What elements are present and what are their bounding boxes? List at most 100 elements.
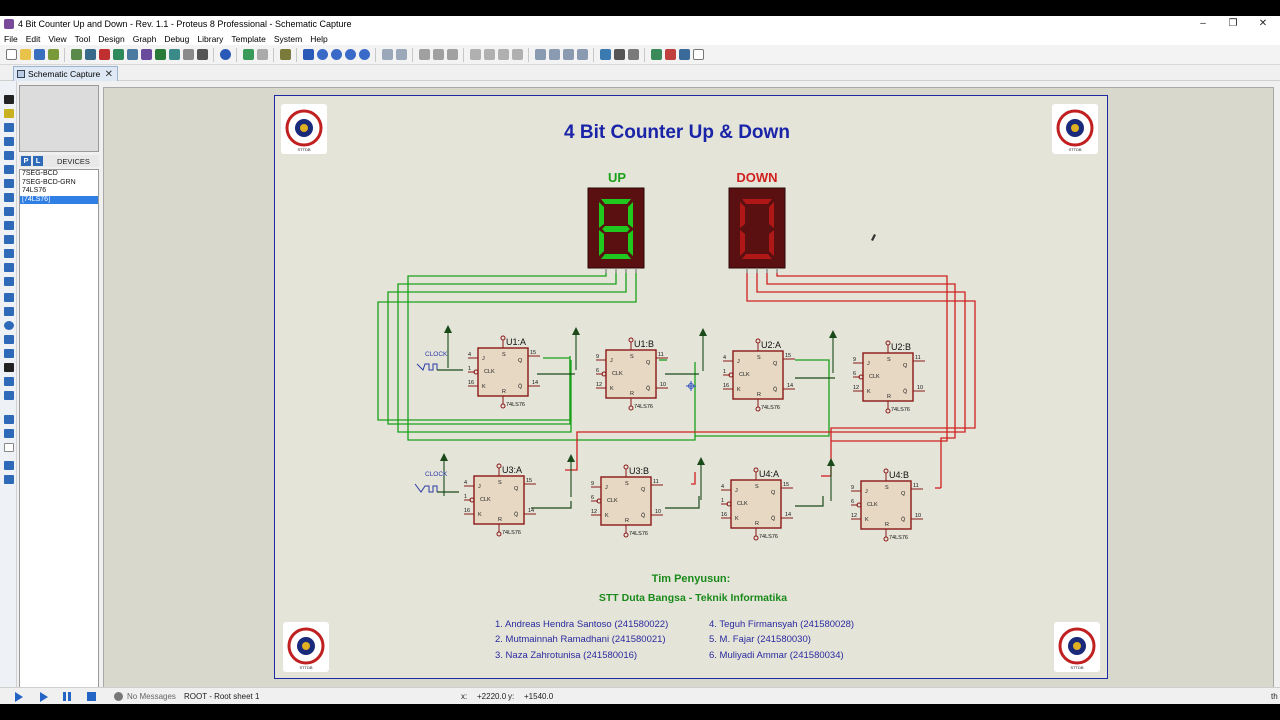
junction-dot-icon[interactable] xyxy=(4,123,14,132)
tab-schematic-capture[interactable]: Schematic Capture ✕ xyxy=(13,66,118,81)
list-item-selected[interactable]: [74LS76] xyxy=(20,195,98,204)
bom-icon[interactable] xyxy=(154,49,166,60)
menu-edit[interactable]: Edit xyxy=(25,33,41,44)
stop-button[interactable] xyxy=(87,692,96,701)
package-tool-icon[interactable] xyxy=(562,49,574,60)
schematic-sheet[interactable]: 4 Bit Counter Up & Down UP DOWN xyxy=(274,95,1108,679)
text-script-icon[interactable] xyxy=(4,151,14,160)
virtual-instrument-icon[interactable] xyxy=(4,277,14,286)
netlist-icon[interactable] xyxy=(692,49,704,60)
menu-debug[interactable]: Debug xyxy=(164,33,190,44)
arc-icon[interactable] xyxy=(4,335,14,344)
list-item[interactable]: 7SEG-BCD xyxy=(22,170,58,177)
gerber-icon[interactable] xyxy=(126,49,138,60)
import-icon[interactable] xyxy=(47,49,59,60)
mirror-y-icon[interactable] xyxy=(4,475,14,484)
voltage-probe-icon[interactable] xyxy=(4,263,14,272)
save-icon[interactable] xyxy=(33,49,45,60)
home-icon[interactable] xyxy=(70,49,82,60)
step-button[interactable] xyxy=(40,692,48,702)
rotate-clockwise-icon[interactable] xyxy=(4,415,14,424)
schematic-icon[interactable] xyxy=(84,49,96,60)
new-sheet-icon[interactable] xyxy=(650,49,662,60)
block-delete-icon[interactable] xyxy=(511,49,523,60)
new-file-icon[interactable] xyxy=(5,49,17,60)
rotation-angle-field[interactable] xyxy=(4,443,14,452)
design-explorer-icon[interactable] xyxy=(140,49,152,60)
redo-icon[interactable] xyxy=(395,49,407,60)
graph-icon[interactable] xyxy=(4,221,14,230)
maximize-button[interactable]: ❐ xyxy=(1228,18,1238,29)
generator-icon[interactable] xyxy=(4,249,14,258)
menu-tool[interactable]: Tool xyxy=(74,33,91,44)
help-icon[interactable] xyxy=(219,49,231,60)
stop-icon[interactable] xyxy=(98,49,110,60)
grid-icon[interactable] xyxy=(256,49,268,60)
close-button[interactable]: ✕ xyxy=(1258,18,1268,29)
clock-generator-bottom[interactable]: CLOCK xyxy=(414,471,459,493)
clock-generator-top[interactable]: CLOCK xyxy=(416,351,463,371)
undo-icon[interactable] xyxy=(381,49,393,60)
text-icon[interactable] xyxy=(4,363,14,372)
copy-icon[interactable] xyxy=(432,49,444,60)
list-item[interactable]: 74LS76 xyxy=(22,187,47,194)
make-device-icon[interactable] xyxy=(548,49,560,60)
play-button[interactable] xyxy=(15,692,23,702)
up-7seg-display[interactable] xyxy=(587,187,645,273)
overview-window[interactable] xyxy=(19,85,99,152)
minimize-button[interactable]: – xyxy=(1200,18,1206,29)
origin-icon[interactable] xyxy=(279,49,291,60)
pcb-icon[interactable] xyxy=(112,49,124,60)
path-icon[interactable] xyxy=(4,349,14,358)
refresh-icon[interactable] xyxy=(242,49,254,60)
selection-mode-icon[interactable] xyxy=(4,95,14,104)
schematic-canvas[interactable]: 4 Bit Counter Up & Down UP DOWN xyxy=(103,87,1274,702)
list-item[interactable]: 7SEG-BCD-GRN xyxy=(22,178,76,186)
pause-button[interactable] xyxy=(63,692,71,701)
menu-design[interactable]: Design xyxy=(98,33,125,44)
zoom-all-icon[interactable] xyxy=(344,49,356,60)
wire-label-icon[interactable] xyxy=(4,137,14,146)
terminal-icon[interactable] xyxy=(4,193,14,202)
message-status[interactable]: No Messages xyxy=(127,692,176,701)
bus-icon[interactable] xyxy=(4,165,14,174)
pick-devices-button[interactable]: P xyxy=(21,156,31,166)
pick-device-icon[interactable] xyxy=(534,49,546,60)
line-icon[interactable] xyxy=(4,293,14,302)
component-mode-icon[interactable] xyxy=(4,109,14,118)
code-icon[interactable] xyxy=(196,49,208,60)
menu-library[interactable]: Library xyxy=(197,33,224,44)
decompose-icon[interactable] xyxy=(576,49,588,60)
pin-icon[interactable] xyxy=(4,207,14,216)
menu-view[interactable]: View xyxy=(48,33,67,44)
pan-icon[interactable] xyxy=(302,49,314,60)
menu-system[interactable]: System xyxy=(273,33,303,44)
marker-icon[interactable] xyxy=(4,391,14,400)
zoom-out-icon[interactable] xyxy=(330,49,342,60)
block-move-icon[interactable] xyxy=(483,49,495,60)
subcircuit-icon[interactable] xyxy=(4,179,14,188)
down-7seg-display[interactable] xyxy=(728,187,786,273)
vsm-icon[interactable] xyxy=(182,49,194,60)
menu-file[interactable]: File xyxy=(4,33,18,44)
property-tool-icon[interactable] xyxy=(627,49,639,60)
rotate-anticlockwise-icon[interactable] xyxy=(4,429,14,438)
cut-icon[interactable] xyxy=(418,49,430,60)
symbol-icon[interactable] xyxy=(4,377,14,386)
wire-autorouter-icon[interactable] xyxy=(599,49,611,60)
tab-close-icon[interactable]: ✕ xyxy=(104,68,113,80)
goto-child-icon[interactable] xyxy=(678,49,690,60)
menu-template[interactable]: Template xyxy=(231,33,266,44)
circle-icon[interactable] xyxy=(4,321,14,330)
tape-recorder-icon[interactable] xyxy=(4,235,14,244)
paste-icon[interactable] xyxy=(446,49,458,60)
box-icon[interactable] xyxy=(4,307,14,316)
block-copy-icon[interactable] xyxy=(469,49,481,60)
zoom-area-icon[interactable] xyxy=(358,49,370,60)
